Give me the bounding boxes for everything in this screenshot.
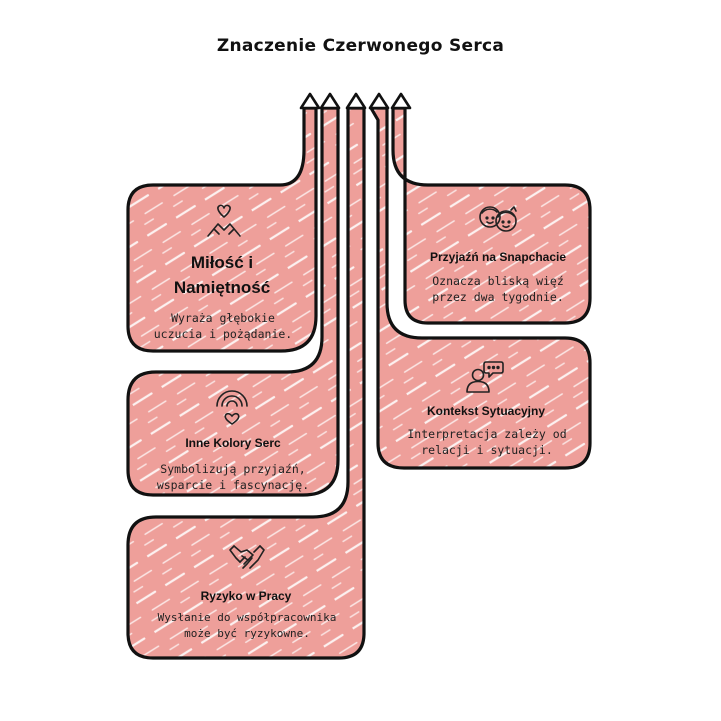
card-love-description-line1: Wyraża głębokie (171, 311, 275, 325)
card-love-description: Wyraża głębokie uczucia i pożądanie. (135, 310, 311, 342)
arrowhead-1 (299, 92, 321, 110)
card-snapchat-description-line2: przez dwa tygodnie. (432, 290, 564, 304)
card-context-description-line1: Interpretacja zależy od (407, 427, 567, 441)
card-other-colors-description: Symbolizują przyjaźń, wsparcie i fascyna… (135, 461, 331, 493)
arrowhead-5 (390, 92, 412, 110)
card-snapchat (391, 106, 592, 325)
diagram-title: Znaczenie Czerwonego Serca (216, 36, 505, 56)
card-other-colors-description-line2: wsparcie i fascynację. (156, 478, 310, 492)
friends-faces-icon (479, 206, 517, 232)
arrowhead-4 (368, 92, 390, 110)
card-snapchat-description-line1: Oznacza bliską więź (432, 274, 564, 288)
card-work-risk-heading: Ryzyko w Pracy (200, 589, 292, 603)
card-other-colors-description-line1: Symbolizują przyjaźń, (160, 462, 306, 476)
card-love-heading: Miłość i Namiętność (140, 250, 304, 300)
card-snapchat-description: Oznacza bliską więź przez dwa tygodnie. (412, 273, 584, 305)
arrowhead-2 (319, 92, 341, 110)
card-context-description-line2: relacji i sytuacji. (421, 443, 553, 457)
card-snapchat-heading: Przyjaźń na Snapchacie (429, 250, 567, 264)
card-work-risk-description: Wysłanie do współpracownika może być ryz… (138, 610, 356, 642)
heart-hands-icon (207, 204, 241, 237)
card-love-description-line2: uczucia i pożądanie. (153, 327, 293, 341)
card-context (369, 106, 592, 470)
card-context-description: Interpretacja zależy od relacji i sytuac… (392, 426, 582, 458)
card-love-heading-line1: Miłość i (190, 253, 254, 272)
person-speech-icon (466, 361, 504, 393)
card-work-risk-description-line2: może być ryzykowne. (184, 627, 310, 640)
card-context-heading: Kontekst Sytuacyjny (426, 404, 546, 418)
handshake-icon (229, 545, 265, 569)
arrowhead-3 (345, 92, 367, 110)
card-work-risk-description-line1: Wysłanie do współpracownika (157, 611, 337, 624)
rainbow-heart-icon (216, 390, 248, 425)
arrowheads (299, 92, 412, 110)
card-love-heading-line2: Namiętność (173, 278, 271, 297)
card-other-colors-heading: Inne Kolory Serc (185, 436, 281, 450)
